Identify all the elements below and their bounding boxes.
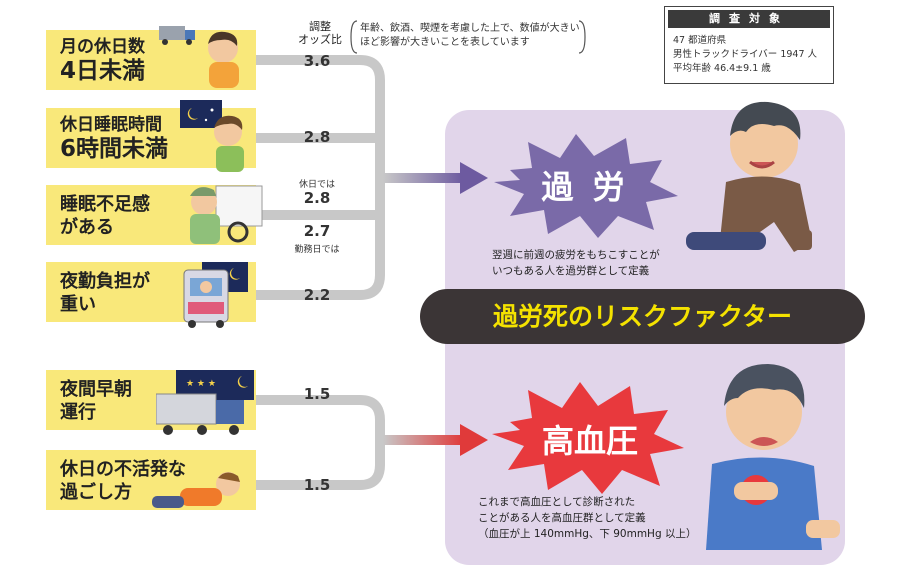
- odds-ratio-header: 調整 オッズ比: [292, 20, 348, 46]
- night-truck-icon: [183, 262, 248, 328]
- survey-line: 平均年齢 46.4±9.1 歳: [673, 62, 771, 74]
- odds-header-line2: オッズ比: [298, 33, 342, 47]
- definition-line: ことがある人を高血圧群として定義: [478, 511, 646, 524]
- survey-title: 調査対象: [668, 10, 830, 28]
- odds-value-workday: 2.7: [303, 222, 331, 240]
- factor-sleep-deficit: 睡眠不足感 がある: [46, 185, 263, 245]
- survey-line: 男性トラックドライバー 1947 人: [673, 48, 818, 60]
- fatigue-definition: 翌週に前週の疲労をもちこすことが いつもある人を過労群として定義: [492, 248, 660, 280]
- hypertension-burst: [492, 382, 684, 494]
- bracket-left: [350, 20, 358, 54]
- lying-man-icon: [152, 472, 240, 508]
- odds-value: 2.8: [303, 128, 331, 146]
- fatigue-label: 過 労: [541, 168, 629, 206]
- odds-note-line2: ほど影響が大きいことを表しています: [360, 36, 530, 48]
- odds-value: 2.2: [303, 286, 331, 304]
- bracket-right: [578, 20, 586, 54]
- factor-line1: 休日の不活発な: [60, 459, 186, 480]
- factor-line1: 夜勤負担が: [60, 271, 150, 292]
- odds-workday-label: 勤務日では: [294, 245, 340, 255]
- svg-text:★ ★ ★: ★ ★ ★: [186, 379, 216, 389]
- survey-line: 47 都道府県: [673, 35, 727, 46]
- factor-line2: 4日未満: [60, 57, 146, 84]
- night-truck-driving-icon: ★ ★ ★: [156, 370, 254, 435]
- chest-pain-man-icon: [706, 364, 840, 550]
- factor-line2: 重い: [60, 294, 96, 316]
- definition-line: これまで高血圧として診断された: [478, 496, 636, 508]
- definition-line: （血圧が上 140mmHg、下 90mmHg 以上）: [478, 527, 697, 540]
- odds-header-line1: 調整: [309, 20, 331, 33]
- sleepless-man-icon: [180, 100, 244, 172]
- hypertension-label: 高血圧: [541, 422, 638, 460]
- factor-line1: 休日睡眠時間: [60, 115, 162, 135]
- factor-night-shift: 夜勤負担が 重い: [46, 262, 256, 328]
- factor-inactive-holiday: 休日の不活発な 過ごし方: [46, 450, 256, 510]
- factor-line2: がある: [60, 217, 114, 239]
- survey-box: 調査対象 47 都道府県 男性トラックドライバー 1947 人 平均年齢 46.…: [664, 6, 834, 84]
- odds-value: 1.5: [303, 385, 331, 403]
- odds-holiday-label: 休日では: [298, 180, 335, 190]
- definition-line: 翌週に前週の疲労をもちこすことが: [492, 249, 660, 261]
- collapsed-man-icon: [686, 101, 812, 252]
- factor-line1: 月の休日数: [60, 37, 145, 57]
- tired-driver-truck-icon: [159, 26, 239, 88]
- odds-note: 年齢、飲酒、喫煙を考慮した上で、数値が大きい ほど影響が大きいことを表しています: [360, 22, 585, 49]
- factor-holidays: 月の休日数 4日未満: [46, 26, 256, 90]
- odds-value: 3.6: [303, 52, 331, 70]
- factor-line2: 運行: [60, 402, 96, 424]
- factor-line2: 過ごし方: [60, 482, 132, 504]
- fatigue-burst: [494, 134, 678, 238]
- risk-factor-banner: 過労死のリスクファクター: [420, 289, 865, 344]
- factor-line1: 睡眠不足感: [60, 194, 150, 215]
- odds-value: 1.5: [303, 476, 331, 494]
- factor-line2: 6時間未満: [60, 135, 169, 162]
- factor-early-night-operation: 夜間早朝 運行 ★ ★ ★: [46, 370, 256, 435]
- factor-line1: 夜間早朝: [60, 379, 132, 400]
- odds-note-line1: 年齢、飲酒、喫煙を考慮した上で、数値が大きい: [360, 23, 580, 34]
- drowsy-driver-icon: [190, 185, 263, 244]
- odds-value-holiday: 2.8: [303, 189, 331, 207]
- definition-line: いつもある人を過労群として定義: [492, 264, 650, 277]
- hypertension-definition: これまで高血圧として診断された ことがある人を高血圧群として定義 （血圧が上 1…: [478, 495, 696, 542]
- factor-holiday-sleep: 休日睡眠時間 6時間未満: [46, 100, 256, 172]
